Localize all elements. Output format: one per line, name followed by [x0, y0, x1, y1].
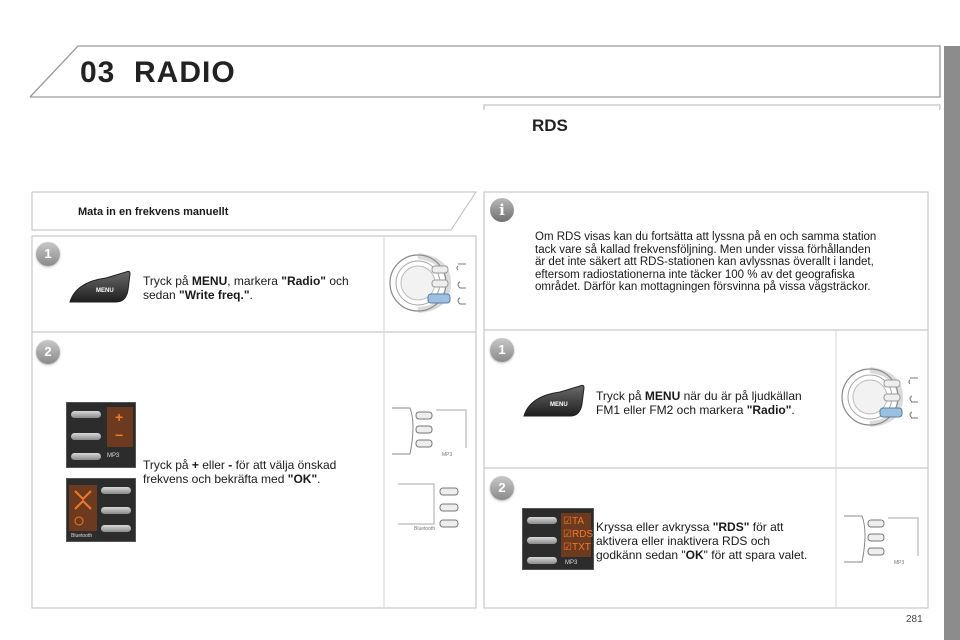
- mini-button: [527, 537, 557, 544]
- option-rds: ☑RDS: [563, 529, 594, 540]
- page-number: 281: [906, 614, 923, 625]
- info-icon: i: [490, 198, 514, 222]
- chevron-icon: [74, 490, 92, 526]
- mini-button: [101, 487, 131, 494]
- orange-display: + −: [107, 407, 133, 447]
- plus-minus-display: + − MP3: [66, 402, 136, 468]
- menu-label: MENU: [96, 288, 114, 294]
- mp3-label: MP3: [894, 560, 905, 566]
- bluetooth-label: Bluetooth: [71, 533, 93, 539]
- mini-button: [71, 453, 101, 460]
- chapter-number: 03: [80, 56, 116, 89]
- rds-step-2-text: Kryssa eller avkryssa "RDS" för att akti…: [596, 520, 808, 562]
- menu-button-graphic: MENU: [523, 384, 585, 417]
- button-outline-graphic: MP3: [392, 407, 467, 458]
- bluetooth-label: Bluetooth: [414, 526, 435, 532]
- header-frame: [29, 45, 941, 110]
- rds-step-1-text: Tryck på MENU när du är på ljudkällan FM…: [596, 389, 802, 417]
- plus-symbol: +: [115, 409, 124, 425]
- rds-info-text: Om RDS visas kan du fortsätta att lyssna…: [535, 231, 877, 293]
- mini-button: [101, 507, 131, 514]
- rds-step-1-badge: 1: [490, 338, 514, 362]
- orange-display: [69, 485, 97, 531]
- manual-frequency-title: Mata in en frekvens manuellt: [78, 206, 229, 218]
- control-dial-graphic: [841, 367, 918, 427]
- mini-button: [101, 525, 131, 532]
- step-2-badge: 2: [36, 340, 60, 364]
- rds-section-title: RDS: [532, 116, 568, 135]
- side-band: [944, 46, 960, 640]
- mini-button: [71, 411, 101, 418]
- rds-step-2-badge: 2: [490, 476, 514, 500]
- mp3-label: MP3: [442, 452, 453, 458]
- chevron-display: Bluetooth: [66, 478, 136, 542]
- mp3-label: MP3: [107, 453, 120, 459]
- option-txt: ☑TXT: [563, 542, 591, 553]
- button-outline-graphic: MP3: [844, 515, 919, 566]
- button-outline-graphic: Bluetooth: [398, 483, 459, 532]
- step-1-badge: 1: [36, 242, 60, 266]
- minus-symbol: −: [115, 427, 124, 443]
- control-dial-graphic: [389, 253, 466, 313]
- rds-options-display: ☑TA ☑RDS ☑TXT MP3: [522, 508, 594, 570]
- mp3-label: MP3: [565, 560, 578, 566]
- mini-button: [527, 517, 557, 524]
- option-ta: ☑TA: [563, 516, 585, 527]
- left-step-1-text: Tryck på MENU, markera "Radio" och sedan…: [143, 274, 349, 302]
- mini-button: [527, 557, 557, 564]
- chapter-title: RADIO: [134, 56, 236, 89]
- menu-label: MENU: [550, 402, 568, 408]
- left-step-2-text: Tryck på + eller - för att välja önskad …: [143, 458, 337, 486]
- mini-button: [71, 433, 101, 440]
- orange-display: ☑TA ☑RDS ☑TXT: [561, 513, 594, 557]
- menu-button-graphic: MENU: [69, 270, 131, 303]
